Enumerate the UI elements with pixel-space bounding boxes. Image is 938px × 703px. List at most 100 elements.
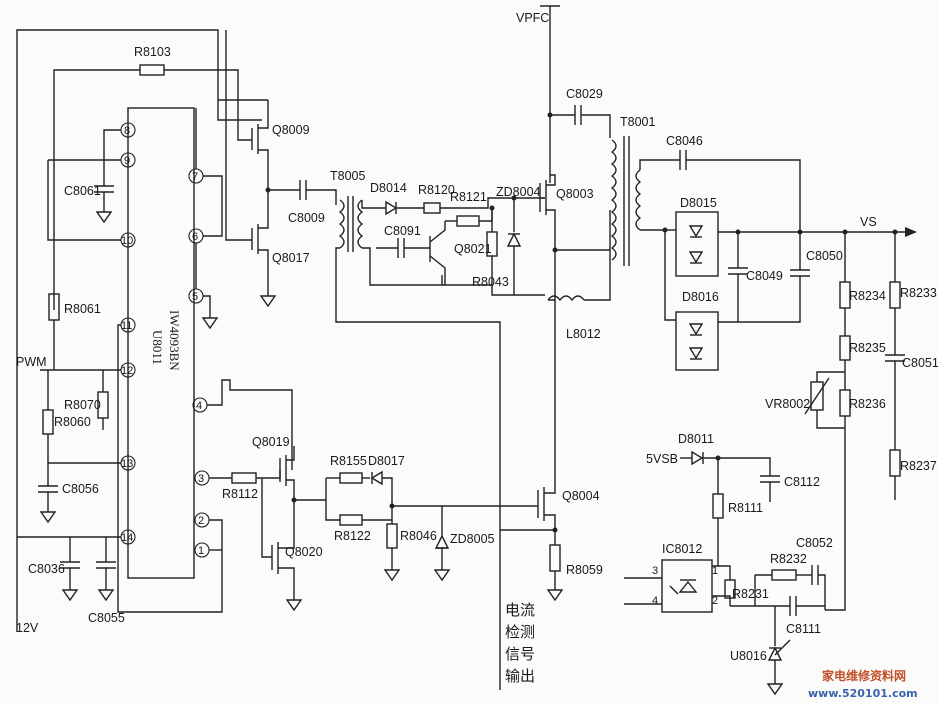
net-vpfc: VPFC bbox=[516, 11, 549, 25]
label-c8051: C8051 bbox=[902, 356, 938, 370]
watermark-title: 家电维修资料网 bbox=[822, 668, 906, 683]
label-d8011: D8011 bbox=[678, 432, 714, 446]
watermark: 家电维修资料网 www.520101.com bbox=[808, 668, 918, 700]
ic-u8011-ref: U8011 bbox=[150, 330, 165, 365]
net-pwm: PWM bbox=[16, 355, 47, 369]
label-r8070: R8070 bbox=[64, 398, 101, 412]
label-r8233: R8233 bbox=[900, 286, 937, 300]
pin-6: 6 bbox=[192, 231, 198, 243]
label-d8017: D8017 bbox=[368, 454, 405, 468]
opto-pin-2: 2 bbox=[712, 595, 718, 607]
label-q8009: Q8009 bbox=[272, 123, 310, 137]
label-c8009: C8009 bbox=[288, 211, 325, 225]
pin-9: 9 bbox=[124, 155, 130, 167]
label-zd8005: ZD8005 bbox=[450, 532, 495, 546]
label-c8061: C8061 bbox=[64, 184, 101, 198]
label-c8036: C8036 bbox=[28, 562, 65, 576]
label-ic8012: IC8012 bbox=[662, 542, 702, 556]
standby-opto: 3 4 1 2 bbox=[624, 450, 826, 696]
label-r8061: R8061 bbox=[64, 302, 101, 316]
secondary-rectifier bbox=[664, 211, 917, 371]
ic-u8011-part: IW4093BN bbox=[167, 310, 182, 371]
label-c8049: C8049 bbox=[746, 269, 783, 283]
note-line-4: 输出 bbox=[505, 667, 535, 685]
opto-pin-4: 4 bbox=[652, 595, 658, 607]
label-q8021: Q8021 bbox=[454, 242, 492, 256]
q8009-q8017 bbox=[218, 99, 337, 308]
driver-upper bbox=[376, 195, 545, 296]
net-12v: 12V bbox=[16, 621, 39, 635]
label-c8052: C8052 bbox=[796, 536, 833, 550]
left-wiring bbox=[16, 29, 293, 632]
label-r8234: R8234 bbox=[849, 289, 886, 303]
label-r8103: R8103 bbox=[134, 45, 171, 59]
label-zd8004: ZD8004 bbox=[496, 185, 541, 199]
label-q8003: Q8003 bbox=[556, 187, 594, 201]
current-sense-note: 电流 检测 信号 输出 bbox=[505, 601, 535, 685]
feedback-divider bbox=[804, 229, 905, 611]
net-vs: VS bbox=[860, 215, 877, 229]
pin-8: 8 bbox=[124, 125, 130, 137]
power-stage bbox=[539, 5, 801, 480]
pin-12: 12 bbox=[121, 365, 133, 377]
label-c8050: C8050 bbox=[806, 249, 843, 263]
label-c8111: C8111 bbox=[786, 622, 821, 636]
label-r8236: R8236 bbox=[849, 397, 886, 411]
component-labels: R8103 C8061 R8061 R8070 R8060 C8056 C803… bbox=[28, 45, 938, 663]
ic-right-pins: 7 6 5 4 3 2 1 bbox=[188, 168, 210, 558]
t8005-transformer bbox=[335, 196, 501, 690]
pin-5: 5 bbox=[192, 291, 198, 303]
pin-4: 4 bbox=[196, 400, 202, 412]
label-r8120: R8120 bbox=[418, 183, 455, 197]
label-c8112: C8112 bbox=[784, 475, 820, 489]
label-r8155: R8155 bbox=[330, 454, 367, 468]
note-line-2: 检测 bbox=[505, 623, 535, 641]
label-r8112: R8112 bbox=[222, 487, 258, 501]
label-r8059: R8059 bbox=[566, 563, 603, 577]
label-r8235: R8235 bbox=[849, 341, 886, 355]
label-c8056: C8056 bbox=[62, 482, 99, 496]
label-d8016: D8016 bbox=[682, 290, 719, 304]
pin-1: 1 bbox=[198, 545, 204, 557]
opto-pin-1: 1 bbox=[712, 565, 718, 577]
watermark-url: www.520101.com bbox=[808, 687, 918, 700]
pin-3: 3 bbox=[198, 473, 204, 485]
label-c8029: C8029 bbox=[566, 87, 603, 101]
label-r8231: R8231 bbox=[732, 587, 769, 601]
label-r8121: R8121 bbox=[450, 190, 487, 204]
label-r8122: R8122 bbox=[334, 529, 371, 543]
driver-lower bbox=[261, 446, 564, 612]
label-d8014: D8014 bbox=[370, 181, 407, 195]
label-c8091: C8091 bbox=[384, 224, 421, 238]
label-vr8002: VR8002 bbox=[765, 397, 810, 411]
ic-u8011: U8011 IW4093BN bbox=[127, 107, 195, 579]
label-c8055: C8055 bbox=[88, 611, 125, 625]
label-r8237: R8237 bbox=[900, 459, 937, 473]
label-q8019: Q8019 bbox=[252, 435, 290, 449]
pin-11: 11 bbox=[121, 320, 132, 332]
label-u8016: U8016 bbox=[730, 649, 767, 663]
label-t8005: T8005 bbox=[330, 169, 365, 183]
pin-7: 7 bbox=[192, 171, 198, 183]
label-r8046: R8046 bbox=[400, 529, 437, 543]
label-q8004: Q8004 bbox=[562, 489, 600, 503]
label-l8012: L8012 bbox=[566, 327, 601, 341]
label-d8015: D8015 bbox=[680, 196, 717, 210]
pin-14: 14 bbox=[121, 532, 133, 544]
opto-pin-3: 3 bbox=[652, 565, 658, 577]
note-line-3: 信号 bbox=[505, 645, 535, 663]
label-r8043: R8043 bbox=[472, 275, 509, 289]
label-r8111: R8111 bbox=[728, 501, 763, 515]
label-c8046: C8046 bbox=[666, 134, 703, 148]
label-t8001: T8001 bbox=[620, 115, 655, 129]
pin-10: 10 bbox=[121, 235, 133, 247]
note-line-1: 电流 bbox=[505, 601, 535, 619]
label-q8020: Q8020 bbox=[285, 545, 323, 559]
label-r8232: R8232 bbox=[770, 552, 807, 566]
net-5vsb: 5VSB bbox=[646, 452, 678, 466]
pin-13: 13 bbox=[121, 458, 133, 470]
label-r8060: R8060 bbox=[54, 415, 91, 429]
label-q8017: Q8017 bbox=[272, 251, 310, 265]
